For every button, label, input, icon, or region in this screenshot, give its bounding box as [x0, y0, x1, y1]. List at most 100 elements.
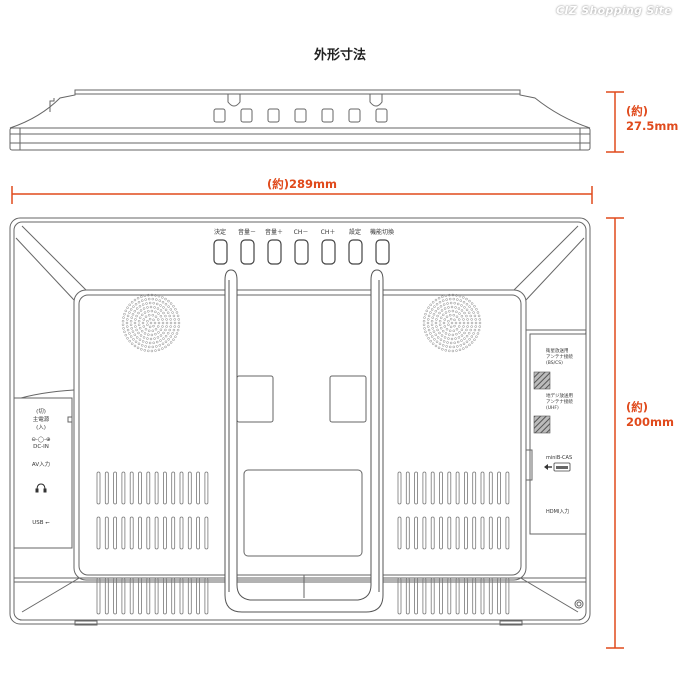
speaker-hole	[462, 296, 465, 299]
speaker-hole	[164, 328, 167, 332]
vent-slot	[204, 471, 209, 505]
button-settings[interactable]	[348, 239, 363, 265]
speaker-hole	[164, 314, 167, 318]
button-volume-up[interactable]	[267, 239, 282, 265]
speaker-hole	[450, 337, 454, 341]
speaker-hole	[435, 340, 439, 344]
speaker-hole	[169, 321, 173, 325]
speaker-hole	[449, 301, 453, 305]
vent-slot	[497, 577, 502, 615]
speaker-hole	[434, 333, 438, 337]
speaker-hole	[173, 325, 176, 328]
watermark: CIZ Shopping Site	[556, 4, 672, 17]
speaker-hole	[146, 306, 149, 309]
speaker-hole	[448, 313, 452, 317]
speaker-hole	[135, 314, 138, 318]
vent-slot	[447, 577, 452, 615]
speaker-hole	[157, 321, 161, 325]
vent-slot	[480, 577, 485, 615]
vent-slot	[162, 516, 167, 550]
speaker-hole	[128, 303, 131, 307]
vent-slot	[96, 577, 101, 615]
button-channel-down[interactable]	[294, 239, 309, 265]
speaker-hole	[149, 321, 153, 325]
speaker-hole	[434, 309, 438, 313]
speaker-hole	[167, 299, 170, 303]
speaker-hole	[447, 337, 450, 340]
speaker-hole	[172, 328, 176, 332]
speaker-hole	[174, 335, 177, 338]
speaker-hole	[459, 299, 463, 302]
vent-slot	[121, 471, 126, 505]
speaker-hole	[451, 349, 455, 353]
speaker-hole	[438, 342, 442, 346]
speaker-hole	[427, 328, 431, 332]
speaker-hole	[448, 310, 451, 313]
vent-slot	[447, 516, 452, 550]
speaker-hole	[455, 310, 458, 314]
button-channel-up[interactable]	[321, 239, 336, 265]
vent-slots	[96, 471, 510, 615]
vent-slot	[104, 577, 109, 615]
vent-slot	[104, 471, 109, 505]
speaker-hole	[172, 305, 175, 308]
speaker-hole	[167, 305, 170, 308]
speaker-hole	[159, 328, 163, 332]
speaker-hole	[431, 342, 435, 345]
vent-slot	[472, 471, 477, 505]
speaker-hole	[422, 319, 426, 323]
speaker-hole	[154, 328, 158, 331]
speaker-hole	[460, 334, 464, 337]
speaker-hole	[477, 314, 481, 318]
vent-slot	[480, 516, 485, 550]
speaker-hole	[434, 344, 438, 348]
vent-slot	[505, 516, 510, 550]
speaker-hole	[149, 305, 153, 309]
speaker-hole	[153, 321, 157, 325]
stand	[224, 269, 384, 613]
speaker-hole	[473, 305, 476, 308]
vent-slot	[472, 516, 477, 550]
speaker-hole	[122, 327, 125, 330]
speaker-hole	[144, 298, 147, 301]
speaker-hole	[463, 337, 466, 340]
speaker-hole	[150, 349, 154, 353]
speaker-hole	[457, 307, 461, 310]
speaker-hole	[171, 332, 174, 335]
speaker-hole	[147, 349, 150, 353]
speaker-hole	[454, 321, 458, 325]
button-function-switch[interactable]	[375, 239, 390, 265]
vent-slot	[463, 471, 468, 505]
speaker-hole	[166, 332, 170, 335]
speaker-hole	[165, 318, 168, 321]
speaker-hole	[436, 336, 440, 339]
speaker-hole	[135, 336, 139, 339]
speaker-hole	[456, 298, 459, 301]
speaker-hole	[150, 309, 154, 313]
vent-slot	[463, 516, 468, 550]
vent-slot	[480, 471, 485, 505]
speaker-hole	[423, 327, 426, 330]
bs-antenna-label-1: 衛星放送用	[546, 347, 569, 354]
speaker-hole	[161, 342, 165, 346]
speaker-hole	[164, 345, 167, 349]
speaker-hole	[447, 306, 450, 309]
speaker-hole	[441, 295, 444, 298]
speaker-hole	[444, 349, 448, 352]
speaker-hole	[429, 339, 432, 343]
speaker-hole	[438, 323, 442, 327]
vent-slot	[196, 471, 201, 505]
button-volume-down[interactable]	[240, 239, 255, 265]
speaker-hole	[478, 325, 482, 328]
speaker-grille-right	[422, 293, 482, 353]
speaker-hole	[466, 321, 470, 325]
speaker-hole	[457, 318, 461, 321]
speaker-hole	[134, 325, 137, 328]
speaker-hole	[164, 302, 168, 306]
speaker-hole	[173, 321, 177, 325]
speaker-hole	[147, 293, 150, 297]
speaker-hole	[468, 305, 471, 308]
button-kettei[interactable]	[213, 239, 228, 265]
speaker-hole	[161, 321, 165, 325]
speaker-hole	[427, 318, 430, 321]
